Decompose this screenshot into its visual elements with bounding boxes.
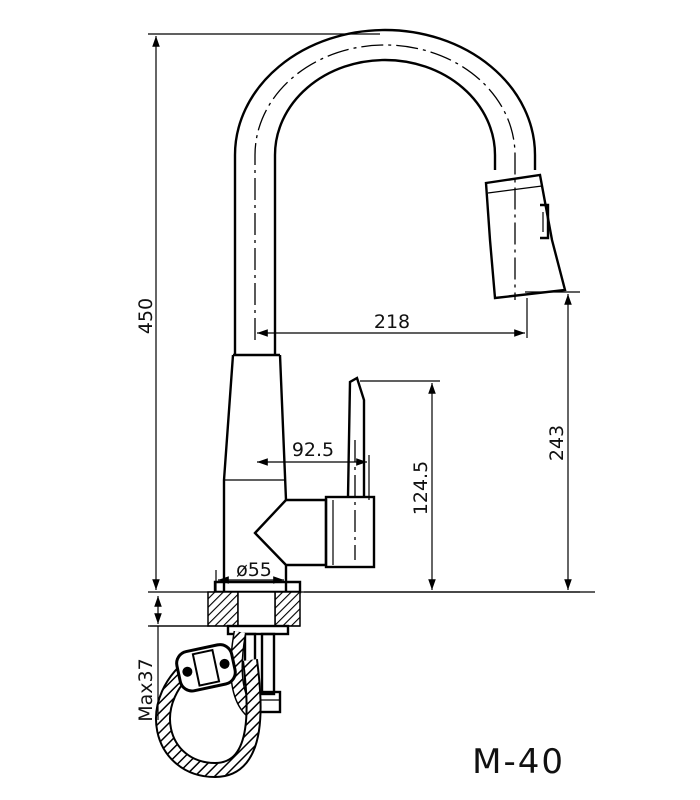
dim-spout-reach: 218 bbox=[374, 311, 410, 333]
mounting-plate bbox=[226, 624, 290, 636]
dim-handle-height: 124.5 bbox=[410, 461, 432, 515]
spout-outer-line bbox=[233, 28, 537, 355]
dim-spout-height: 243 bbox=[546, 425, 568, 461]
deck-section-right bbox=[274, 591, 301, 627]
dimension-lines bbox=[148, 33, 580, 720]
supply-hoses bbox=[155, 630, 262, 779]
hose-weight bbox=[175, 643, 237, 693]
spray-button bbox=[540, 203, 550, 240]
deck-section-left bbox=[207, 591, 239, 627]
handle-cap bbox=[324, 495, 376, 569]
dim-total-height: 450 bbox=[135, 298, 157, 334]
spout-inner-line bbox=[273, 58, 497, 355]
spray-head bbox=[484, 173, 567, 300]
dim-handle-reach: 92.5 bbox=[292, 439, 334, 461]
dim-base-diameter: ø55 bbox=[236, 559, 272, 581]
model-label: M-40 bbox=[472, 742, 565, 782]
dim-max-deck: Max37 bbox=[135, 658, 157, 721]
base-flange bbox=[213, 580, 302, 594]
handle-body bbox=[253, 498, 328, 567]
supply-connector bbox=[260, 632, 276, 696]
handle-lever bbox=[346, 376, 366, 498]
spout-centerline bbox=[254, 44, 516, 340]
